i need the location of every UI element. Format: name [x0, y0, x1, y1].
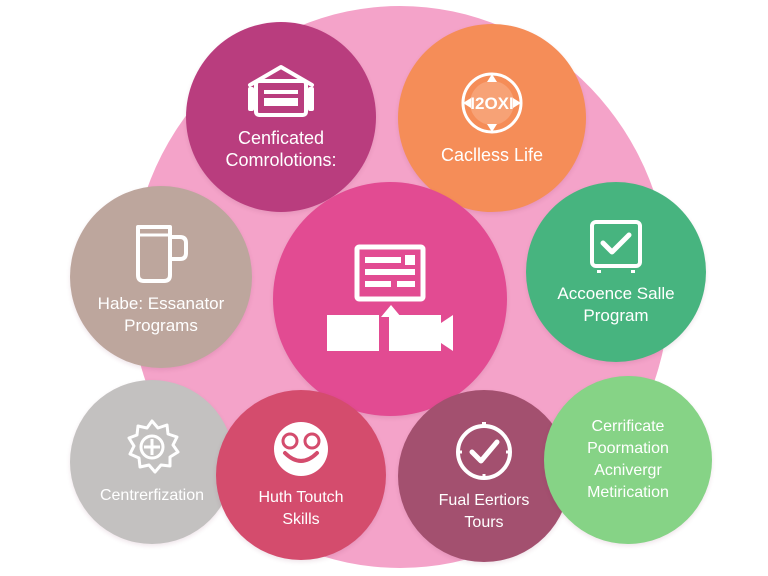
node-label: Huth Toutch Skills [258, 487, 343, 531]
node-label: Cenficated Comrolotions: [225, 127, 336, 171]
label-line: Caclless Life [440, 145, 544, 165]
badge-seal-icon: I2OXI [461, 72, 523, 134]
node-center-hub[interactable] [273, 182, 507, 416]
node-human-touch-skills[interactable]: Huth Toutch Skills [216, 390, 386, 560]
node-label: Accoence Salle Program [557, 283, 674, 327]
package-box-icon [248, 65, 314, 117]
label-line: Acnivergr [594, 462, 662, 479]
label-line: Skills [282, 511, 320, 528]
label-line: Cenficated [237, 128, 325, 148]
label-line: Program [583, 306, 649, 325]
label-line: Poormation [587, 440, 669, 457]
clock-check-icon [456, 422, 512, 480]
badge-text: I2OXI [470, 94, 513, 113]
node-certificated-completions[interactable]: Cenficated Comrolotions: [186, 22, 376, 212]
node-label: Centrerfization [100, 485, 204, 507]
checkbox-icon [590, 220, 642, 273]
video-document-icon [327, 244, 453, 351]
label-line: Metirication [587, 484, 669, 501]
node-label: Fual Eertiors Tours [439, 490, 530, 534]
label-line: Comrolotions: [225, 150, 337, 170]
gear-badge-icon [127, 419, 180, 474]
label-line: Habe: Essanator [97, 294, 225, 313]
node-label: Cerrificate Poormation Acnivergr Metiric… [587, 416, 669, 504]
smiley-face-icon [274, 422, 328, 476]
node-final-tours[interactable]: Fual Eertiors Tours [398, 390, 570, 562]
node-centralization[interactable]: Centrerfization [70, 380, 234, 544]
node-habit-programs[interactable]: Habe: Essanator Programs [70, 186, 252, 368]
node-acceptance-sale-program[interactable]: Accoence Salle Program [526, 182, 706, 362]
node-label: Caclless Life [441, 144, 543, 166]
node-certificate-information[interactable]: Cerrificate Poormation Acnivergr Metiric… [544, 376, 712, 544]
node-careless-life[interactable]: I2OXI Caclless Life [398, 24, 586, 212]
label-line: Programs [124, 316, 198, 335]
label-line: Cerrificate [591, 418, 665, 435]
label-line: Centrerfization [99, 487, 205, 504]
node-label: Habe: Essanator Programs [98, 293, 225, 337]
label-line: Huth Toutch [258, 489, 344, 506]
label-line: Tours [464, 514, 504, 531]
label-line: Fual Eertiors [438, 492, 530, 509]
mug-icon [136, 225, 188, 283]
label-line: Accoence Salle [557, 284, 675, 303]
